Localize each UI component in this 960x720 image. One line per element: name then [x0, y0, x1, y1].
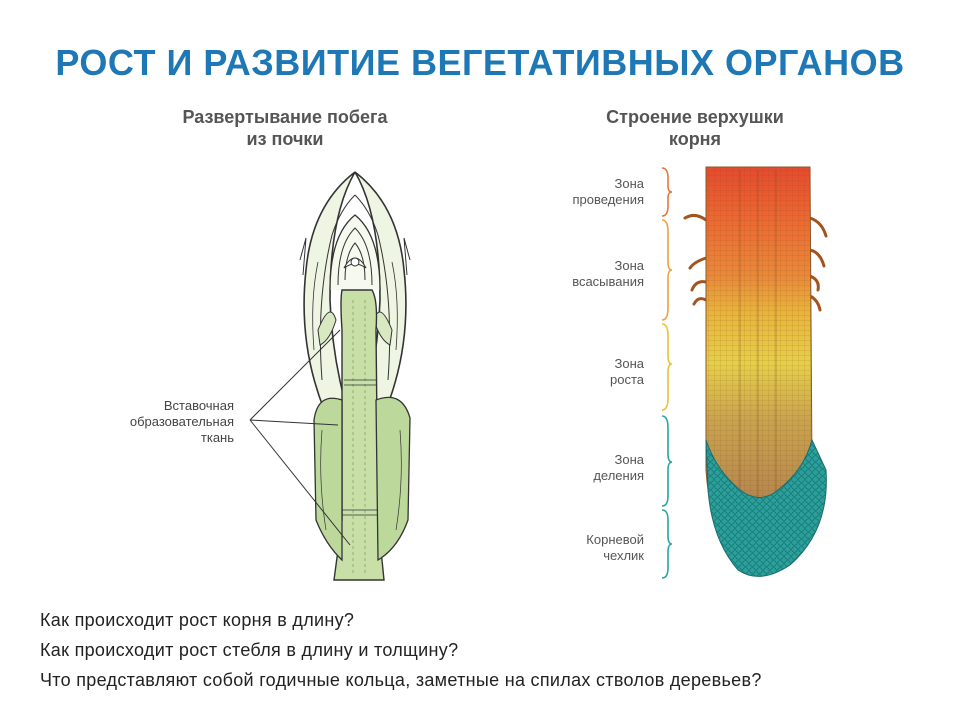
brace-growth: [661, 323, 673, 411]
zone-cap-line1: Корневой: [586, 532, 644, 547]
brace-conduction: [661, 167, 673, 217]
meristem-label-line3: ткань: [200, 430, 234, 445]
leaf-base-right: [375, 396, 411, 562]
left-subtitle-line2: из почки: [246, 129, 324, 149]
zone-division-line2: деления: [593, 468, 644, 483]
stem: [333, 289, 385, 581]
zone-growth-line2: роста: [610, 372, 644, 387]
page-title: РОСТ И РАЗВИТИЕ ВЕГЕТАТИВНЫХ ОРГАНОВ: [55, 42, 905, 83]
question-2: Как происходит рост стебля в длину и тол…: [40, 640, 459, 660]
root-illustration: [683, 166, 828, 577]
leaf-base-left: [313, 397, 343, 562]
shoot-illustration: [249, 171, 411, 581]
right-subtitle: Строение верхушки корня: [560, 106, 830, 150]
right-subtitle-line2: корня: [668, 129, 722, 149]
zone-label-division: Зона деления: [524, 452, 644, 484]
left-subtitle: Развертывание побега из почки: [140, 106, 430, 150]
zone-absorption-line2: всасывания: [572, 274, 644, 289]
left-subtitle-line1: Развертывание побега: [182, 107, 388, 127]
brace-division: [661, 415, 673, 507]
zone-label-conduction: Зона проведения: [524, 176, 645, 208]
bud-inner: [329, 214, 381, 291]
meristem-label: Вставочная образовательная ткань: [100, 398, 234, 446]
zone-absorption-line1: Зона: [614, 258, 645, 273]
zone-growth-line1: Зона: [614, 356, 645, 371]
zone-label-growth: Зона роста: [524, 356, 644, 388]
meristem-label-line1: Вставочная: [163, 398, 234, 413]
meristem-label-line2: образовательная: [129, 414, 234, 429]
zone-braces: [661, 167, 673, 579]
question-3: Что представляют собой годичные кольца, …: [40, 670, 762, 690]
label-pointer-lines: [249, 329, 351, 546]
zone-division-line1: Зона: [614, 452, 645, 467]
zone-labels: Зона проведения Зона всасывания Зона рос…: [520, 0, 644, 720]
zone-conduction-line2: проведения: [572, 192, 645, 207]
right-subtitle-line1: Строение верхушки: [606, 107, 784, 127]
zone-label-absorption: Зона всасывания: [524, 258, 644, 290]
zone-conduction-line1: Зона: [614, 176, 645, 191]
question-1: Как происходит рост корня в длину?: [40, 610, 355, 630]
brace-cap: [661, 509, 673, 579]
brace-absorption: [661, 219, 673, 321]
zone-label-cap: Корневой чехлик: [524, 532, 644, 564]
zone-cap-line2: чехлик: [603, 548, 644, 563]
